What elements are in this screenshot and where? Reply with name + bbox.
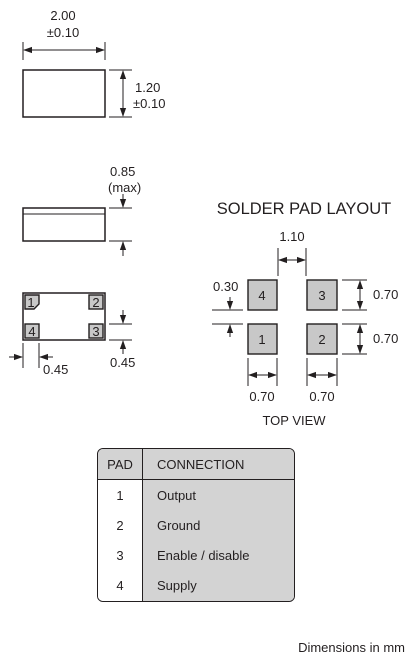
- pad-number-cell: 2: [98, 510, 143, 541]
- bottom-pad-3-label: 3: [92, 324, 99, 339]
- pad-height-top-label: 0.70: [373, 287, 398, 302]
- length-label: 2.00: [50, 8, 75, 23]
- bottom-pad-1: [24, 294, 40, 310]
- layout-pad-4-label: 4: [258, 288, 265, 303]
- pad-width-right-label: 0.70: [309, 389, 334, 404]
- pad-height-bottom-label: 0.70: [373, 331, 398, 346]
- bottom-pad-4-label: 4: [28, 324, 35, 339]
- width-label: 1.20: [135, 80, 160, 95]
- width-tolerance-label: ±0.10: [133, 96, 165, 111]
- connection-cell: Output: [142, 479, 294, 511]
- height-label: 0.85: [110, 164, 135, 179]
- layout-pad-3: [306, 279, 338, 311]
- bottom-pad-4: [24, 323, 40, 339]
- layout-pad-2-label: 2: [318, 332, 325, 347]
- bottom-pad-3: [88, 323, 104, 339]
- pad-corner-x-label: 0.45: [43, 362, 68, 377]
- pad-corner-y-label: 0.45: [110, 355, 135, 370]
- connection-cell: Ground: [142, 510, 294, 541]
- pad-number-cell: 1: [98, 479, 143, 511]
- layout-pad-1: [247, 323, 278, 355]
- pad-connection-table: PAD CONNECTION 1 Output 2 Ground 3 Enabl…: [97, 448, 295, 602]
- pad-number-cell: 4: [98, 570, 143, 601]
- solder-pad-layout: SOLDER PAD LAYOUT 1.10 4 3 1 2 0.30 0.70…: [212, 200, 398, 428]
- package-side-outline: [22, 207, 106, 242]
- units-note: Dimensions in mm: [298, 640, 405, 655]
- pad-number-cell: 3: [98, 540, 143, 571]
- top-view-package: 2.00 ±0.10 1.20 ±0.10: [22, 8, 165, 118]
- height-note-label: (max): [108, 180, 141, 195]
- connection-cell: Enable / disable: [142, 540, 294, 571]
- side-view-package: 0.85 (max): [22, 164, 141, 256]
- pad-spacing-label: 1.10: [279, 229, 304, 244]
- pad-width-left-label: 0.70: [249, 389, 274, 404]
- table-row: 1 Output: [98, 479, 294, 511]
- bottom-pad-2: [88, 294, 104, 310]
- table-row: 2 Ground: [98, 510, 294, 541]
- top-view-caption: TOP VIEW: [262, 413, 326, 428]
- layout-pad-2: [306, 323, 338, 355]
- bottom-pad-1-label: 1: [27, 295, 34, 310]
- package-top-outline: [22, 69, 106, 118]
- layout-pad-3-label: 3: [318, 288, 325, 303]
- length-tolerance-label: ±0.10: [47, 25, 79, 40]
- connection-column-header: CONNECTION: [142, 449, 294, 480]
- table-row: 4 Supply: [98, 570, 294, 601]
- pad-column-header: PAD: [98, 449, 143, 480]
- layout-pad-1-label: 1: [258, 332, 265, 347]
- pad-gap-label: 0.30: [213, 279, 238, 294]
- bottom-pad-2-label: 2: [92, 295, 99, 310]
- solder-pad-layout-title: SOLDER PAD LAYOUT: [217, 200, 392, 218]
- table-row: 3 Enable / disable: [98, 540, 294, 571]
- connection-cell: Supply: [142, 570, 294, 601]
- layout-pad-4: [247, 279, 278, 311]
- table-header-row: PAD CONNECTION: [98, 449, 294, 480]
- bottom-view-package: 1 2 3 4 0.45 0.45: [9, 292, 135, 377]
